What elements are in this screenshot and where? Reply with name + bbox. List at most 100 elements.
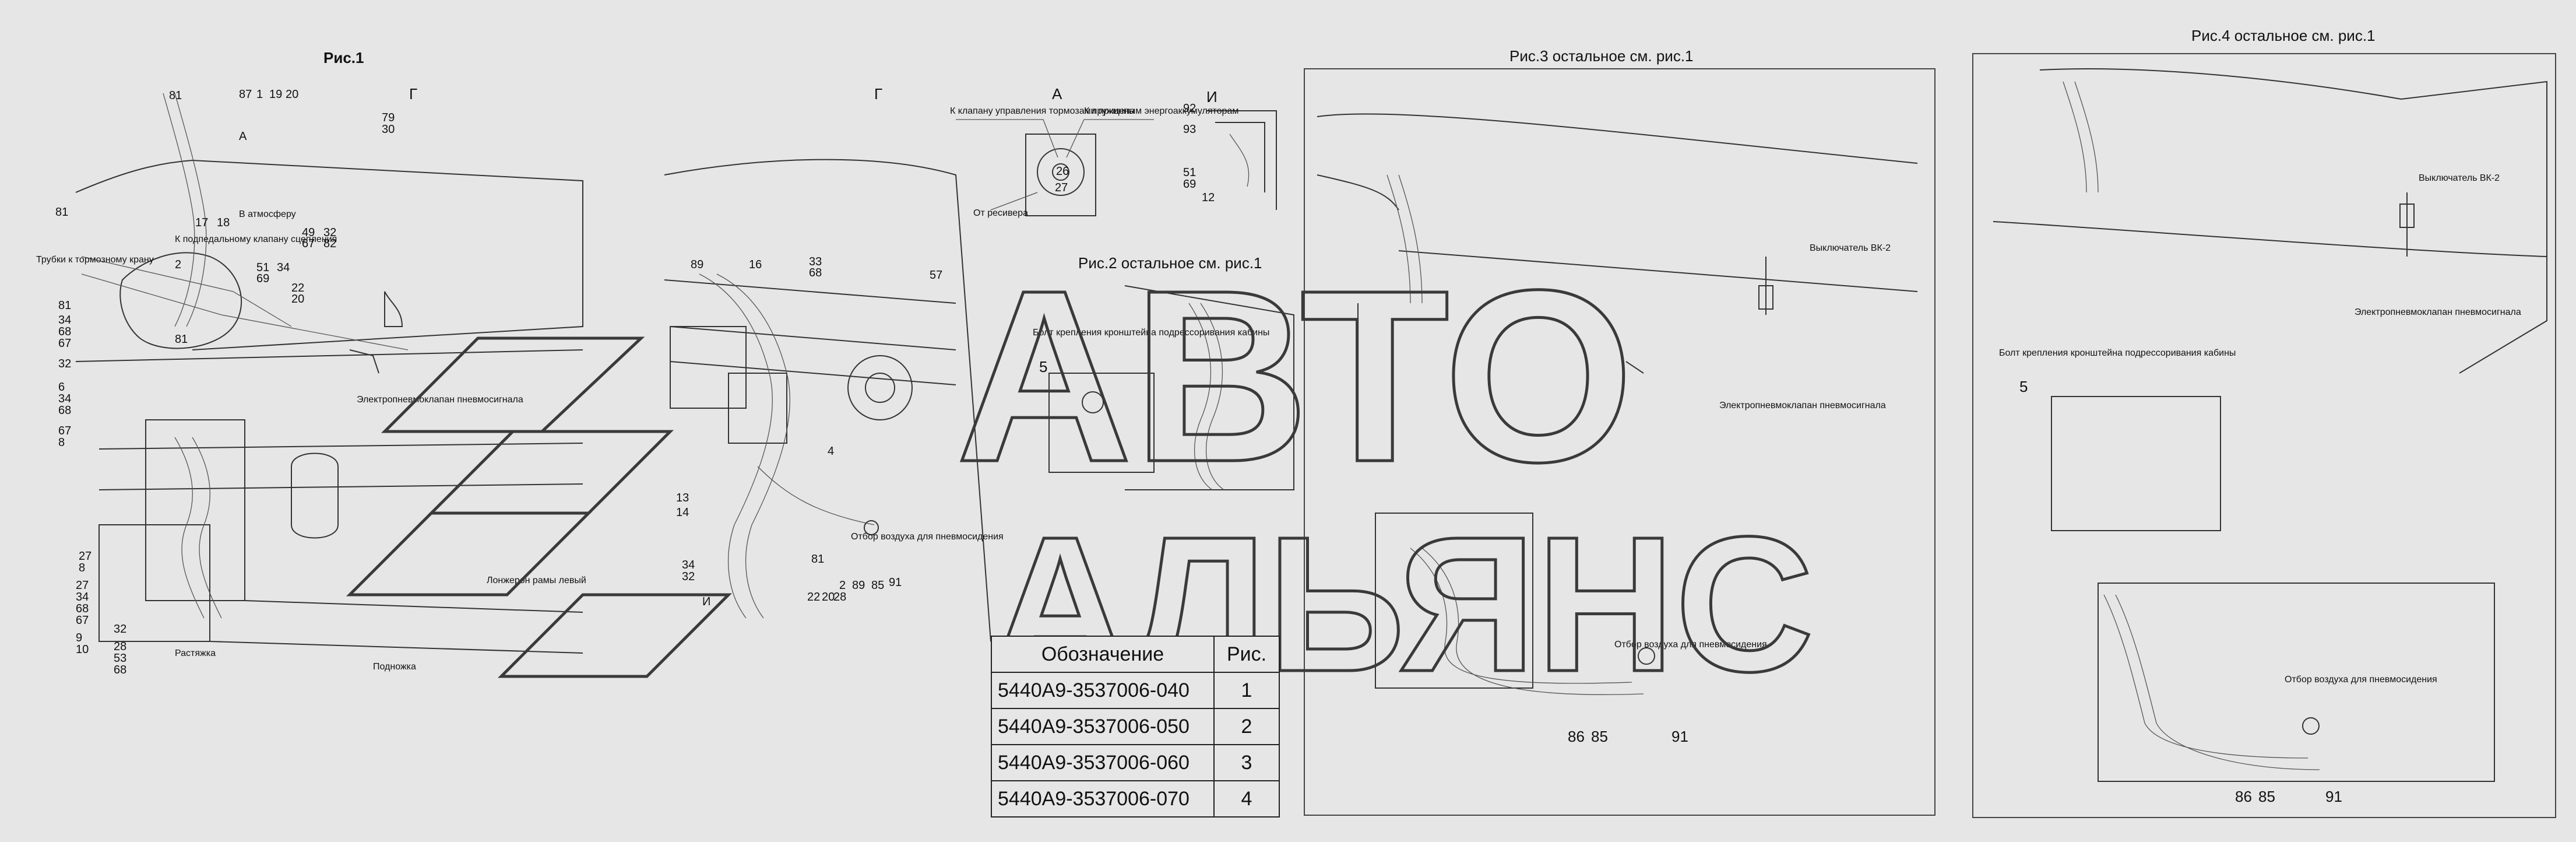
fig2-title: Рис.2 остальное см. рис.1 [1078, 254, 1262, 272]
callout: 32 [114, 623, 126, 636]
callout: 22 [807, 591, 820, 604]
callout: 1 [256, 88, 263, 101]
callout: 67 [76, 614, 89, 627]
callout: 20 [822, 591, 835, 604]
callout: 34 [58, 392, 71, 405]
note-switch-fig4: Выключатель ВК-2 [2419, 173, 2500, 183]
watermark-line1: АВТО [956, 240, 1634, 513]
view-a-marker: А [239, 130, 247, 143]
callout: 8 [58, 436, 65, 449]
view-a-drawing [956, 119, 1154, 216]
spec-fig: 2 [1213, 708, 1280, 745]
callout: 68 [76, 602, 89, 615]
note-air-intake-fig3: Отбор воздуха для пневмосидения [1614, 640, 1767, 650]
callout: 91 [1671, 728, 1688, 745]
callout: 26 [1056, 165, 1069, 178]
callout: 81 [169, 89, 182, 102]
view-g-title: Г [874, 85, 882, 103]
note-air-intake-g: Отбор воздуха для пневмосидения [851, 532, 1004, 542]
callout: 17 [195, 216, 208, 229]
note-electro-valve-fig1: Электропневмоклапан пневмосигнала [357, 395, 523, 405]
callout: 5 [2019, 378, 2028, 395]
note-switch-fig3: Выключатель ВК-2 [1810, 243, 1891, 253]
spec-fig: 4 [1213, 780, 1280, 818]
spec-designation: 5440А9-3537006-050 [991, 708, 1215, 745]
callout: 32 [58, 357, 71, 370]
spec-fig: 1 [1213, 672, 1280, 709]
fig4-frame [1972, 53, 2556, 818]
callout: 81 [175, 333, 188, 346]
callout: 27 [79, 550, 92, 563]
callout: 10 [76, 643, 89, 656]
spec-header-row: Обозначение Рис. [991, 636, 1280, 673]
callout: 20 [286, 88, 298, 101]
note-from-receiver: От ресивера [973, 208, 1028, 218]
callout: 20 [291, 293, 304, 306]
callout: 91 [2325, 788, 2342, 805]
note-spring-accum: К пружинным энергоаккумуляторам [1084, 106, 1238, 116]
fig2-callout: 5 [1039, 358, 1047, 376]
spec-row: 5440А9-3537006-040 1 [991, 672, 1280, 709]
callout: 34 [682, 559, 695, 571]
view-i-drawing [1206, 110, 1277, 210]
callout: 87 [239, 88, 252, 101]
callout: 2 [175, 258, 181, 271]
callout: 34 [277, 261, 290, 274]
callout: 51 [256, 261, 269, 274]
callout: 92 [1183, 102, 1196, 115]
callout: 69 [1183, 178, 1196, 191]
callout: 68 [58, 325, 71, 338]
watermark: АВТО АЛЬЯНС [346, 238, 1815, 713]
note-air-intake-fig4: Отбор воздуха для пневмосидения [2285, 675, 2437, 685]
view-g-arrow-label: Г [409, 85, 417, 103]
note-bolt-cabin-fig4: Болт крепления кронштейна подрессоривани… [1999, 348, 2236, 358]
callout: 81 [58, 299, 71, 312]
callout: 86 [2235, 788, 2252, 805]
spec-header-fig: Рис. [1213, 636, 1280, 673]
note-electro-valve-fig3: Электропневмоклапан пневмосигнала [1719, 401, 1886, 411]
callout: 34 [76, 591, 89, 604]
callout: 85 [2258, 788, 2275, 805]
callout: 82 [323, 237, 336, 250]
callout: 57 [930, 269, 942, 282]
fig1-title: Рис.1 [323, 49, 364, 66]
view-i-callouts: 92 93 51 69 12 [1183, 102, 1215, 204]
callout: 14 [676, 506, 689, 519]
note-to-atmosphere: В атмосферу [239, 209, 296, 219]
view-i-title: И [1206, 88, 1217, 106]
callout: 86 [1568, 728, 1585, 745]
spec-fig: 3 [1213, 744, 1280, 781]
watermark-logo [346, 336, 733, 678]
callout: 12 [1202, 191, 1215, 204]
callout: 4 [828, 445, 834, 458]
note-stretch: Растяжка [175, 648, 216, 658]
fig3-frame [1304, 68, 1935, 816]
spec-table: Обозначение Рис. 5440А9-3537006-040 1 54… [991, 636, 1280, 818]
callout: 13 [676, 492, 689, 504]
note-bolt-cabin-fig2: Болт крепления кронштейна подрессоривани… [1033, 328, 1269, 338]
callout: 67 [58, 424, 71, 437]
view-g-drawing [664, 159, 991, 642]
fig4-title: Рис.4 остальное см. рис.1 [2191, 27, 2376, 44]
callout: 2 [839, 579, 846, 592]
spec-header-designation: Обозначение [991, 636, 1215, 673]
callout: 89 [852, 579, 865, 592]
callout: 51 [1183, 166, 1196, 179]
callout: 30 [382, 123, 395, 136]
spec-designation: 5440А9-3537006-040 [991, 672, 1215, 709]
callout: 85 [1591, 728, 1608, 745]
callout: 27 [1055, 181, 1068, 194]
callout: 27 [76, 579, 89, 592]
callout: 67 [302, 237, 315, 250]
view-i-marker: И [702, 595, 710, 608]
fig4-drawing [1993, 68, 2547, 782]
callout: 32 [682, 570, 695, 583]
callout: 81 [811, 553, 824, 566]
note-tube-to-crane: Трубки к тормозному крану [36, 255, 154, 265]
callout: 53 [114, 652, 126, 665]
fig1-drawing [75, 93, 583, 654]
callout: 68 [809, 266, 822, 279]
callout: 68 [114, 664, 126, 676]
callout: 6 [58, 381, 65, 394]
